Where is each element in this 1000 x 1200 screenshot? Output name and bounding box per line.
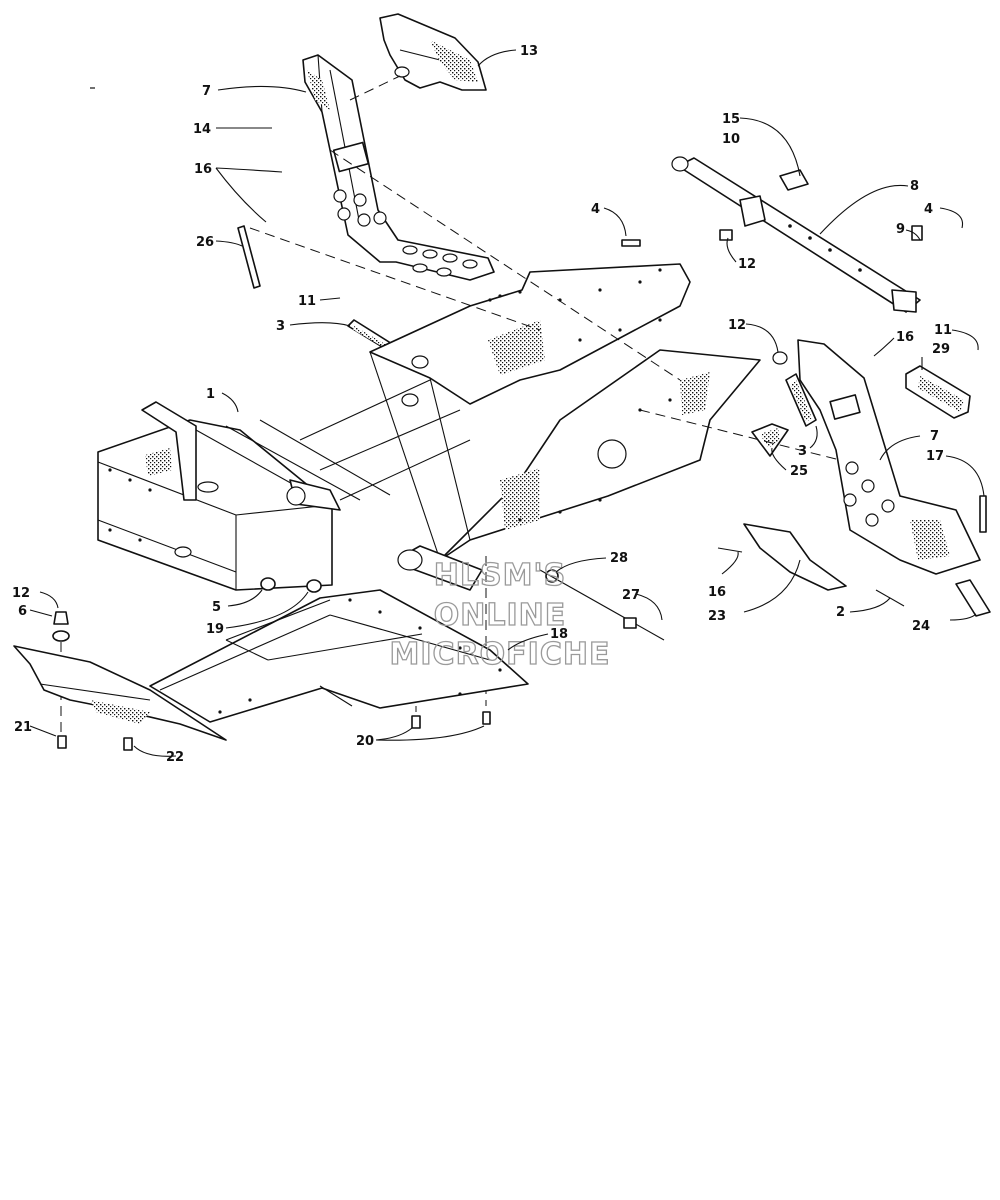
callout-12-right: 12 [728, 318, 746, 333]
callout-3-left: 3 [276, 319, 285, 334]
callout-16-right: 16 [896, 330, 914, 345]
callout-11-right: 11 [934, 323, 952, 338]
callout-9: 9 [896, 222, 905, 237]
callout-2: 2 [836, 605, 845, 620]
callout-29: 29 [932, 342, 950, 357]
callout-6: 6 [18, 604, 27, 619]
callout-17: 17 [926, 449, 944, 464]
watermark: HLSM'S ONLINE MICROFICHE [389, 557, 611, 672]
callout-18: 18 [550, 627, 568, 642]
callout-12-top: 12 [738, 257, 756, 272]
callout-13: 13 [520, 44, 538, 59]
callout-10: 10 [722, 132, 740, 147]
callout-21: 21 [14, 720, 32, 735]
callout-27: 27 [622, 588, 640, 603]
main-chassis-frame-part [97, 263, 761, 591]
callout-1: 1 [206, 387, 215, 402]
front-bumper-part [13, 645, 227, 741]
callout-8: 8 [910, 179, 919, 194]
left-steering-support-part [302, 54, 495, 281]
callout-16-lower: 16 [708, 585, 726, 600]
callout-3-right: 3 [798, 444, 807, 459]
callout-24: 24 [912, 619, 930, 634]
watermark-line-2: ONLINE [434, 598, 567, 633]
callout-7-left: 7 [202, 84, 211, 99]
callout-11-left: 11 [298, 294, 316, 309]
callout-4-right: 4 [924, 202, 933, 217]
screw-28-27-parts [539, 569, 665, 641]
watermark-line-3: MICROFICHE [390, 637, 611, 672]
callout-28: 28 [610, 551, 628, 566]
callout-19: 19 [206, 622, 224, 637]
rod-part [237, 225, 261, 289]
callout-4-top: 4 [591, 202, 600, 217]
callout-16-left: 16 [194, 162, 212, 177]
part-callouts: 13 7 14 16 26 11 3 1 4 15 10 8 4 9 12 12… [12, 44, 952, 765]
steering-post-cover-part [379, 13, 487, 91]
right-small-parts [751, 365, 971, 457]
callout-26: 26 [196, 235, 214, 250]
callout-15: 15 [722, 112, 740, 127]
steering-arm-assembly-part [621, 156, 923, 313]
callout-23: 23 [708, 609, 726, 624]
callout-7-right: 7 [930, 429, 939, 444]
callout-22: 22 [166, 750, 184, 765]
callout-20: 20 [356, 734, 374, 749]
callout-14: 14 [193, 122, 211, 137]
lower-hardware-parts [52, 556, 491, 751]
right-lower-parts [717, 495, 991, 617]
right-steering-support-part [772, 339, 981, 575]
callout-25: 25 [790, 464, 808, 479]
leader-lines [29, 49, 985, 757]
assembly-center-lines [249, 75, 841, 461]
callout-5: 5 [212, 600, 221, 615]
callout-12-lower: 12 [12, 586, 30, 601]
belly-pan-part [149, 589, 529, 723]
watermark-line-1: HLSM'S [434, 558, 566, 593]
